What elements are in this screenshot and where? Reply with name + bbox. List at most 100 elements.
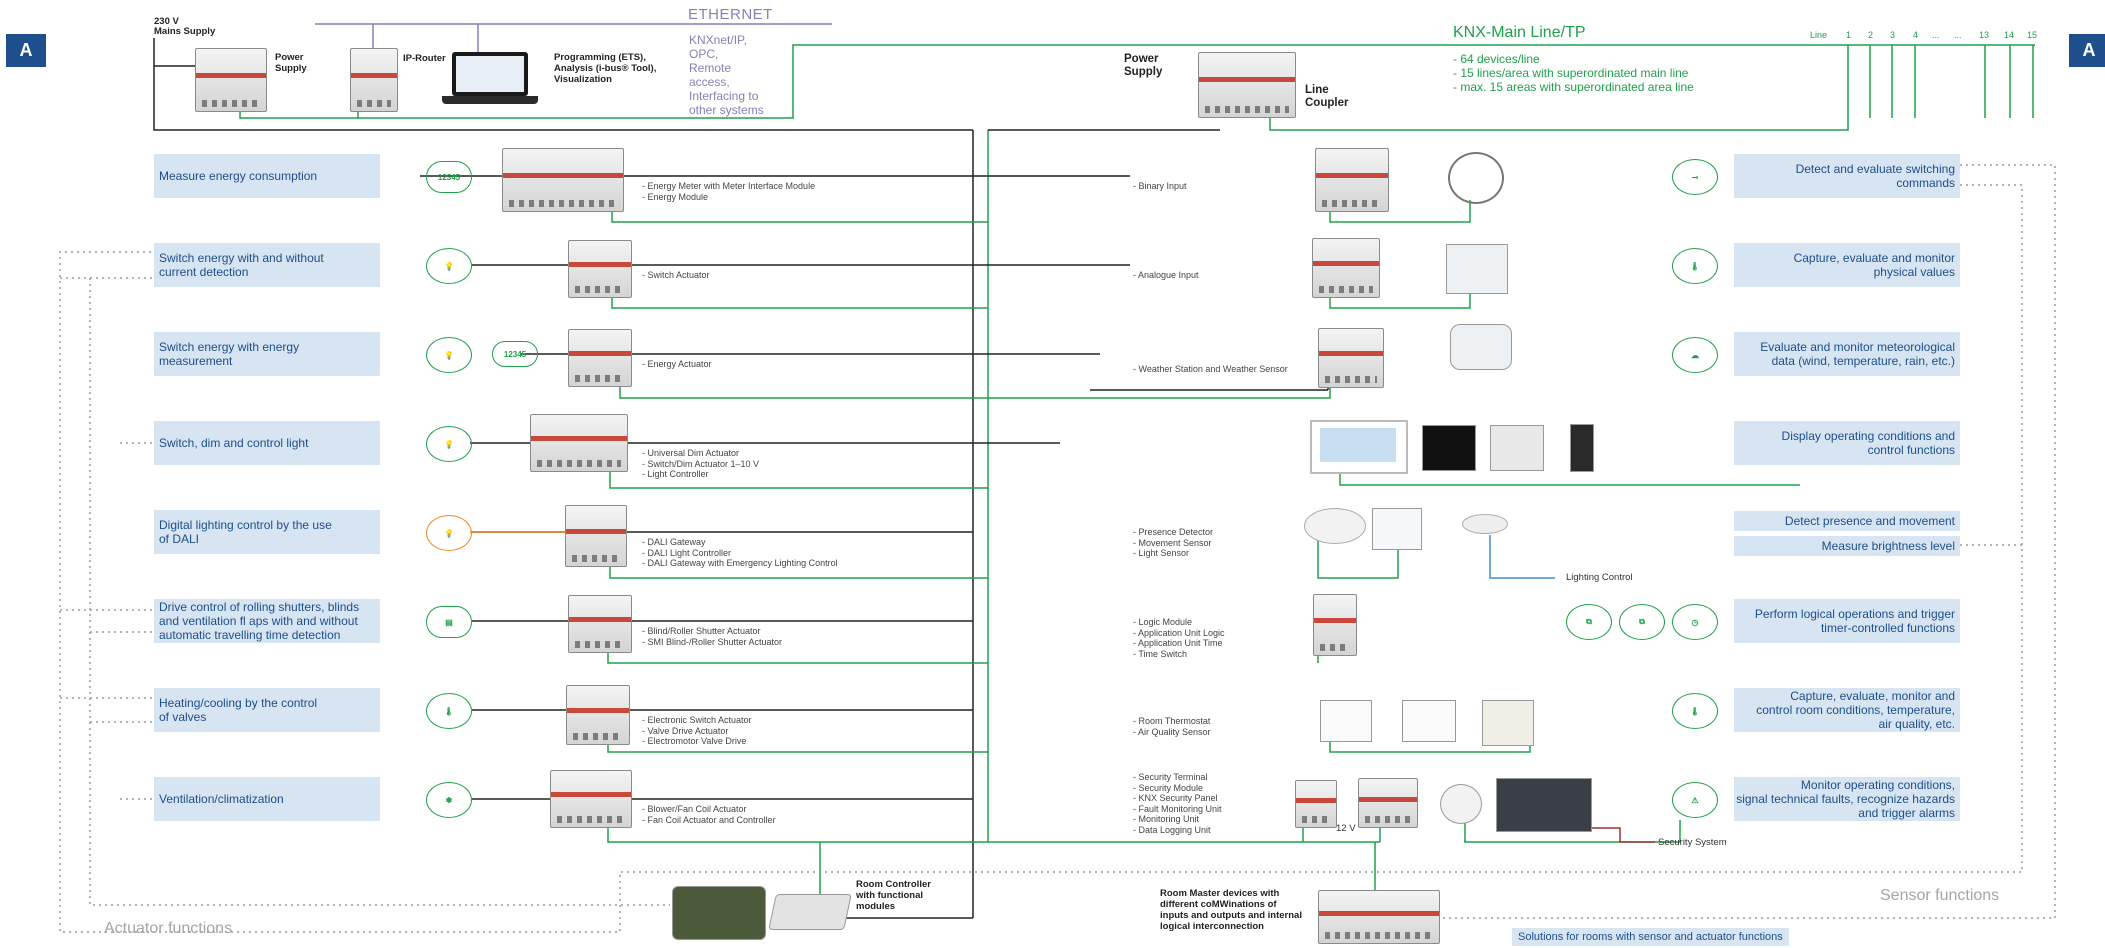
line-label: Line xyxy=(1810,30,1827,40)
sensor-function-logic: Perform logical operations and trigger t… xyxy=(1734,599,1960,643)
meter-icon: 12345 xyxy=(492,341,538,367)
security-system-label: Security System xyxy=(1658,837,1727,848)
line-number: ... xyxy=(1932,30,1940,40)
sensor-description: - Weather Station and Weather Sensor xyxy=(1133,364,1288,375)
description-item: - Air Quality Sensor xyxy=(1133,727,1211,738)
sensor-function-physical-values: Capture, evaluate and monitor physical v… xyxy=(1734,243,1960,287)
actuator-function-heating: Heating/cooling by the control of valves xyxy=(154,688,380,732)
fan-icon: ✱ xyxy=(426,782,472,818)
description-item: - Electromotor Valve Drive xyxy=(642,736,752,747)
description-item: - Universal Dim Actuator xyxy=(642,448,759,459)
center-power-supply-label: Power Supply xyxy=(1124,53,1162,79)
actuator-description: - Universal Dim Actuator- Switch/Dim Act… xyxy=(642,448,759,480)
description-item: - Electronic Switch Actuator xyxy=(642,715,752,726)
actuator-description: - Energy Actuator xyxy=(642,359,712,370)
switch-icon: ⊸ xyxy=(1672,159,1718,195)
room-panel-device xyxy=(1570,424,1594,472)
security-module-device xyxy=(1358,778,1418,828)
thermometer-icon: 🌡 xyxy=(1672,248,1718,284)
ethernet-list: KNXnet/IP, OPC, Remote access, Interfaci… xyxy=(689,33,764,117)
touch-panel-device xyxy=(1310,420,1408,474)
knx-spec-item: - 64 devices/line xyxy=(1453,52,1694,66)
movement-sensor-device xyxy=(1372,508,1422,550)
actuator-function-shutters: Drive control of rolling shutters, blind… xyxy=(154,599,380,643)
description-item: - Security Module xyxy=(1133,783,1222,794)
room-controller-label: Room Controller with functional modules xyxy=(856,879,931,912)
line-coupler-label: Line Coupler xyxy=(1305,84,1348,110)
sensor-function-display: Display operating conditions and control… xyxy=(1734,421,1960,465)
thermostat-device xyxy=(1402,700,1456,742)
description-item: - Time Switch xyxy=(1133,649,1225,660)
line-number: 14 xyxy=(2004,30,2014,40)
description-item: - Room Thermostat xyxy=(1133,716,1211,727)
actuator-functions-label: Actuator functions xyxy=(104,920,232,938)
sensor-description: - Room Thermostat- Air Quality Sensor xyxy=(1133,716,1211,737)
ethernet-line: Interfacing to xyxy=(689,89,764,103)
power-supply-device xyxy=(195,48,267,112)
laptop-icon xyxy=(440,52,540,104)
solutions-label: Solutions for rooms with sensor and actu… xyxy=(1512,928,1789,946)
description-item: - SMI Blind-/Roller Shutter Actuator xyxy=(642,637,782,648)
bulb-icon: 💡 xyxy=(426,337,472,373)
security-terminal-device xyxy=(1295,780,1337,828)
line-coupler-device xyxy=(1198,52,1296,118)
actuator-function-switch-energy: Switch energy with and without current d… xyxy=(154,243,380,287)
bulb-icon: 💡 xyxy=(426,426,472,462)
sensor-cable-icon xyxy=(1448,152,1504,204)
sensor-function-brightness: Measure brightness level xyxy=(1734,536,1960,556)
dim-actuator-device xyxy=(530,414,628,472)
ethernet-title: ETHERNET xyxy=(688,6,773,23)
description-item: - Logic Module xyxy=(1133,617,1225,628)
ethernet-line: Remote xyxy=(689,61,764,75)
section-badge-left: A xyxy=(6,34,46,67)
blind-actuator-device xyxy=(568,595,632,653)
ip-router-device xyxy=(350,48,398,112)
description-item: - Binary Input xyxy=(1133,181,1187,192)
light-sensor-device xyxy=(1462,514,1508,534)
sensor-function-switching-commands: Detect and evaluate switching commands xyxy=(1734,154,1960,198)
description-item: - Application Unit Time xyxy=(1133,638,1225,649)
energy-actuator-device xyxy=(568,329,632,387)
meter-icon: 12345 xyxy=(426,161,472,193)
description-item: - Application Unit Logic xyxy=(1133,628,1225,639)
switch-actuator-device xyxy=(568,240,632,298)
analogue-input-device xyxy=(1312,238,1380,298)
sensor-description: - Presence Detector- Movement Sensor- Li… xyxy=(1133,527,1213,559)
actuator-description: - Electronic Switch Actuator- Valve Driv… xyxy=(642,715,752,747)
description-item: - Energy Meter with Meter Interface Modu… xyxy=(642,181,815,192)
description-item: - Switch Actuator xyxy=(642,270,710,281)
description-item: - Weather Station and Weather Sensor xyxy=(1133,364,1288,375)
push-button-device xyxy=(1490,425,1544,471)
sensor-function-alarms: Monitor operating conditions, signal tec… xyxy=(1734,777,1960,821)
description-item: - Light Controller xyxy=(642,469,759,480)
actuator-description: - Switch Actuator xyxy=(642,270,710,281)
description-item: - Analogue Input xyxy=(1133,270,1199,281)
programming-label: Programming (ETS), Analysis (i-bus® Tool… xyxy=(554,52,656,85)
room-controller-device xyxy=(768,894,852,930)
cloud-icon: ☁ xyxy=(1672,337,1718,373)
sensor-function-presence: Detect presence and movement xyxy=(1734,511,1960,531)
analogue-sensor-device xyxy=(1446,244,1508,294)
room-controller-modules-device xyxy=(672,886,766,940)
line-number: 4 xyxy=(1913,30,1918,40)
description-item: - Energy Actuator xyxy=(642,359,712,370)
description-item: - Data Logging Unit xyxy=(1133,825,1222,836)
description-item: - Switch/Dim Actuator 1–10 V xyxy=(642,459,759,470)
switch-actuator-valve-device xyxy=(566,685,630,745)
sensor-function-room-conditions: Capture, evaluate, monitor and control r… xyxy=(1734,688,1960,732)
thermometer-icon: 🌡 xyxy=(1672,693,1718,729)
description-item: - Fault Monitoring Unit xyxy=(1133,804,1222,815)
line-number: ... xyxy=(1954,30,1962,40)
actuator-function-switch-energy-measurement: Switch energy with energy measurement xyxy=(154,332,380,376)
sensor-description: - Logic Module- Application Unit Logic- … xyxy=(1133,617,1225,659)
presence-detector-device xyxy=(1304,508,1366,544)
energy-meter-device xyxy=(502,148,624,212)
actuator-description: - Blind/Roller Shutter Actuator- SMI Bli… xyxy=(642,626,782,647)
weather-sensor-device xyxy=(1450,324,1512,370)
sensor-function-meteorological: Evaluate and monitor meteorological data… xyxy=(1734,332,1960,376)
description-item: - Light Sensor xyxy=(1133,548,1213,559)
alarm-icon: ⚠ xyxy=(1672,782,1718,818)
description-item: - Energy Module xyxy=(642,192,815,203)
sensor-description: - Analogue Input xyxy=(1133,270,1199,281)
